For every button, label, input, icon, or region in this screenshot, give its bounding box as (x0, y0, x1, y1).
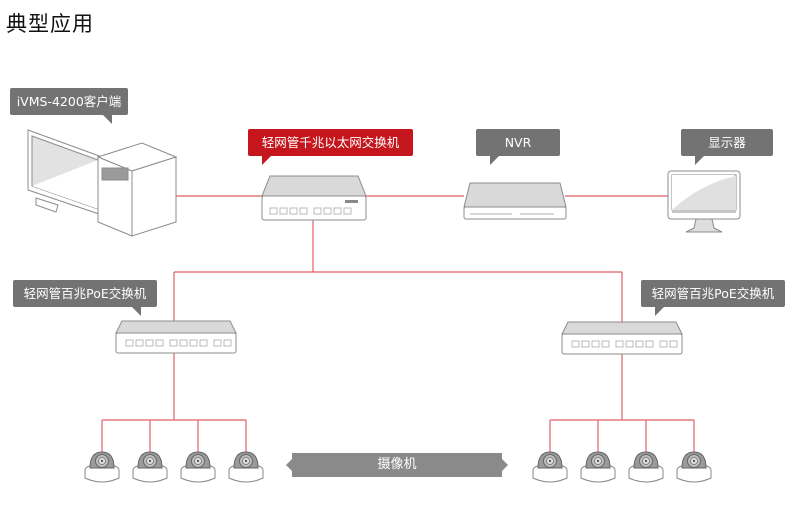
dome-camera-icon (228, 451, 264, 483)
label-poe-switch-left: 轻网管百兆PoE交换机 (13, 280, 157, 316)
poe-switch-icon-right (561, 321, 683, 355)
dome-camera-icon (532, 451, 568, 483)
connection-lines (101, 195, 695, 452)
desktop-pc-icon (27, 129, 178, 237)
camera-group-left (84, 451, 264, 483)
dome-camera-icon (580, 451, 616, 483)
dome-camera-icon (132, 451, 168, 483)
label-cameras: 摄像机 (286, 453, 508, 477)
label-ivms-client: iVMS-4200客户端 (10, 88, 128, 124)
dome-camera-icon (676, 451, 712, 483)
network-switch-icon (261, 175, 367, 221)
dome-camera-icon (180, 451, 216, 483)
dome-camera-icon (628, 451, 664, 483)
page-title: 典型应用 (6, 12, 94, 36)
nvr-recorder-icon (463, 182, 567, 220)
label-core-switch: 轻网管千兆以太网交换机 (248, 129, 413, 165)
label-nvr: NVR (476, 129, 560, 165)
label-monitor: 显示器 (681, 129, 773, 165)
monitor-icon (667, 170, 741, 233)
poe-switch-icon-left (115, 320, 237, 354)
dome-camera-icon (84, 451, 120, 483)
camera-group-right (532, 451, 712, 483)
label-poe-switch-right: 轻网管百兆PoE交换机 (641, 280, 785, 316)
